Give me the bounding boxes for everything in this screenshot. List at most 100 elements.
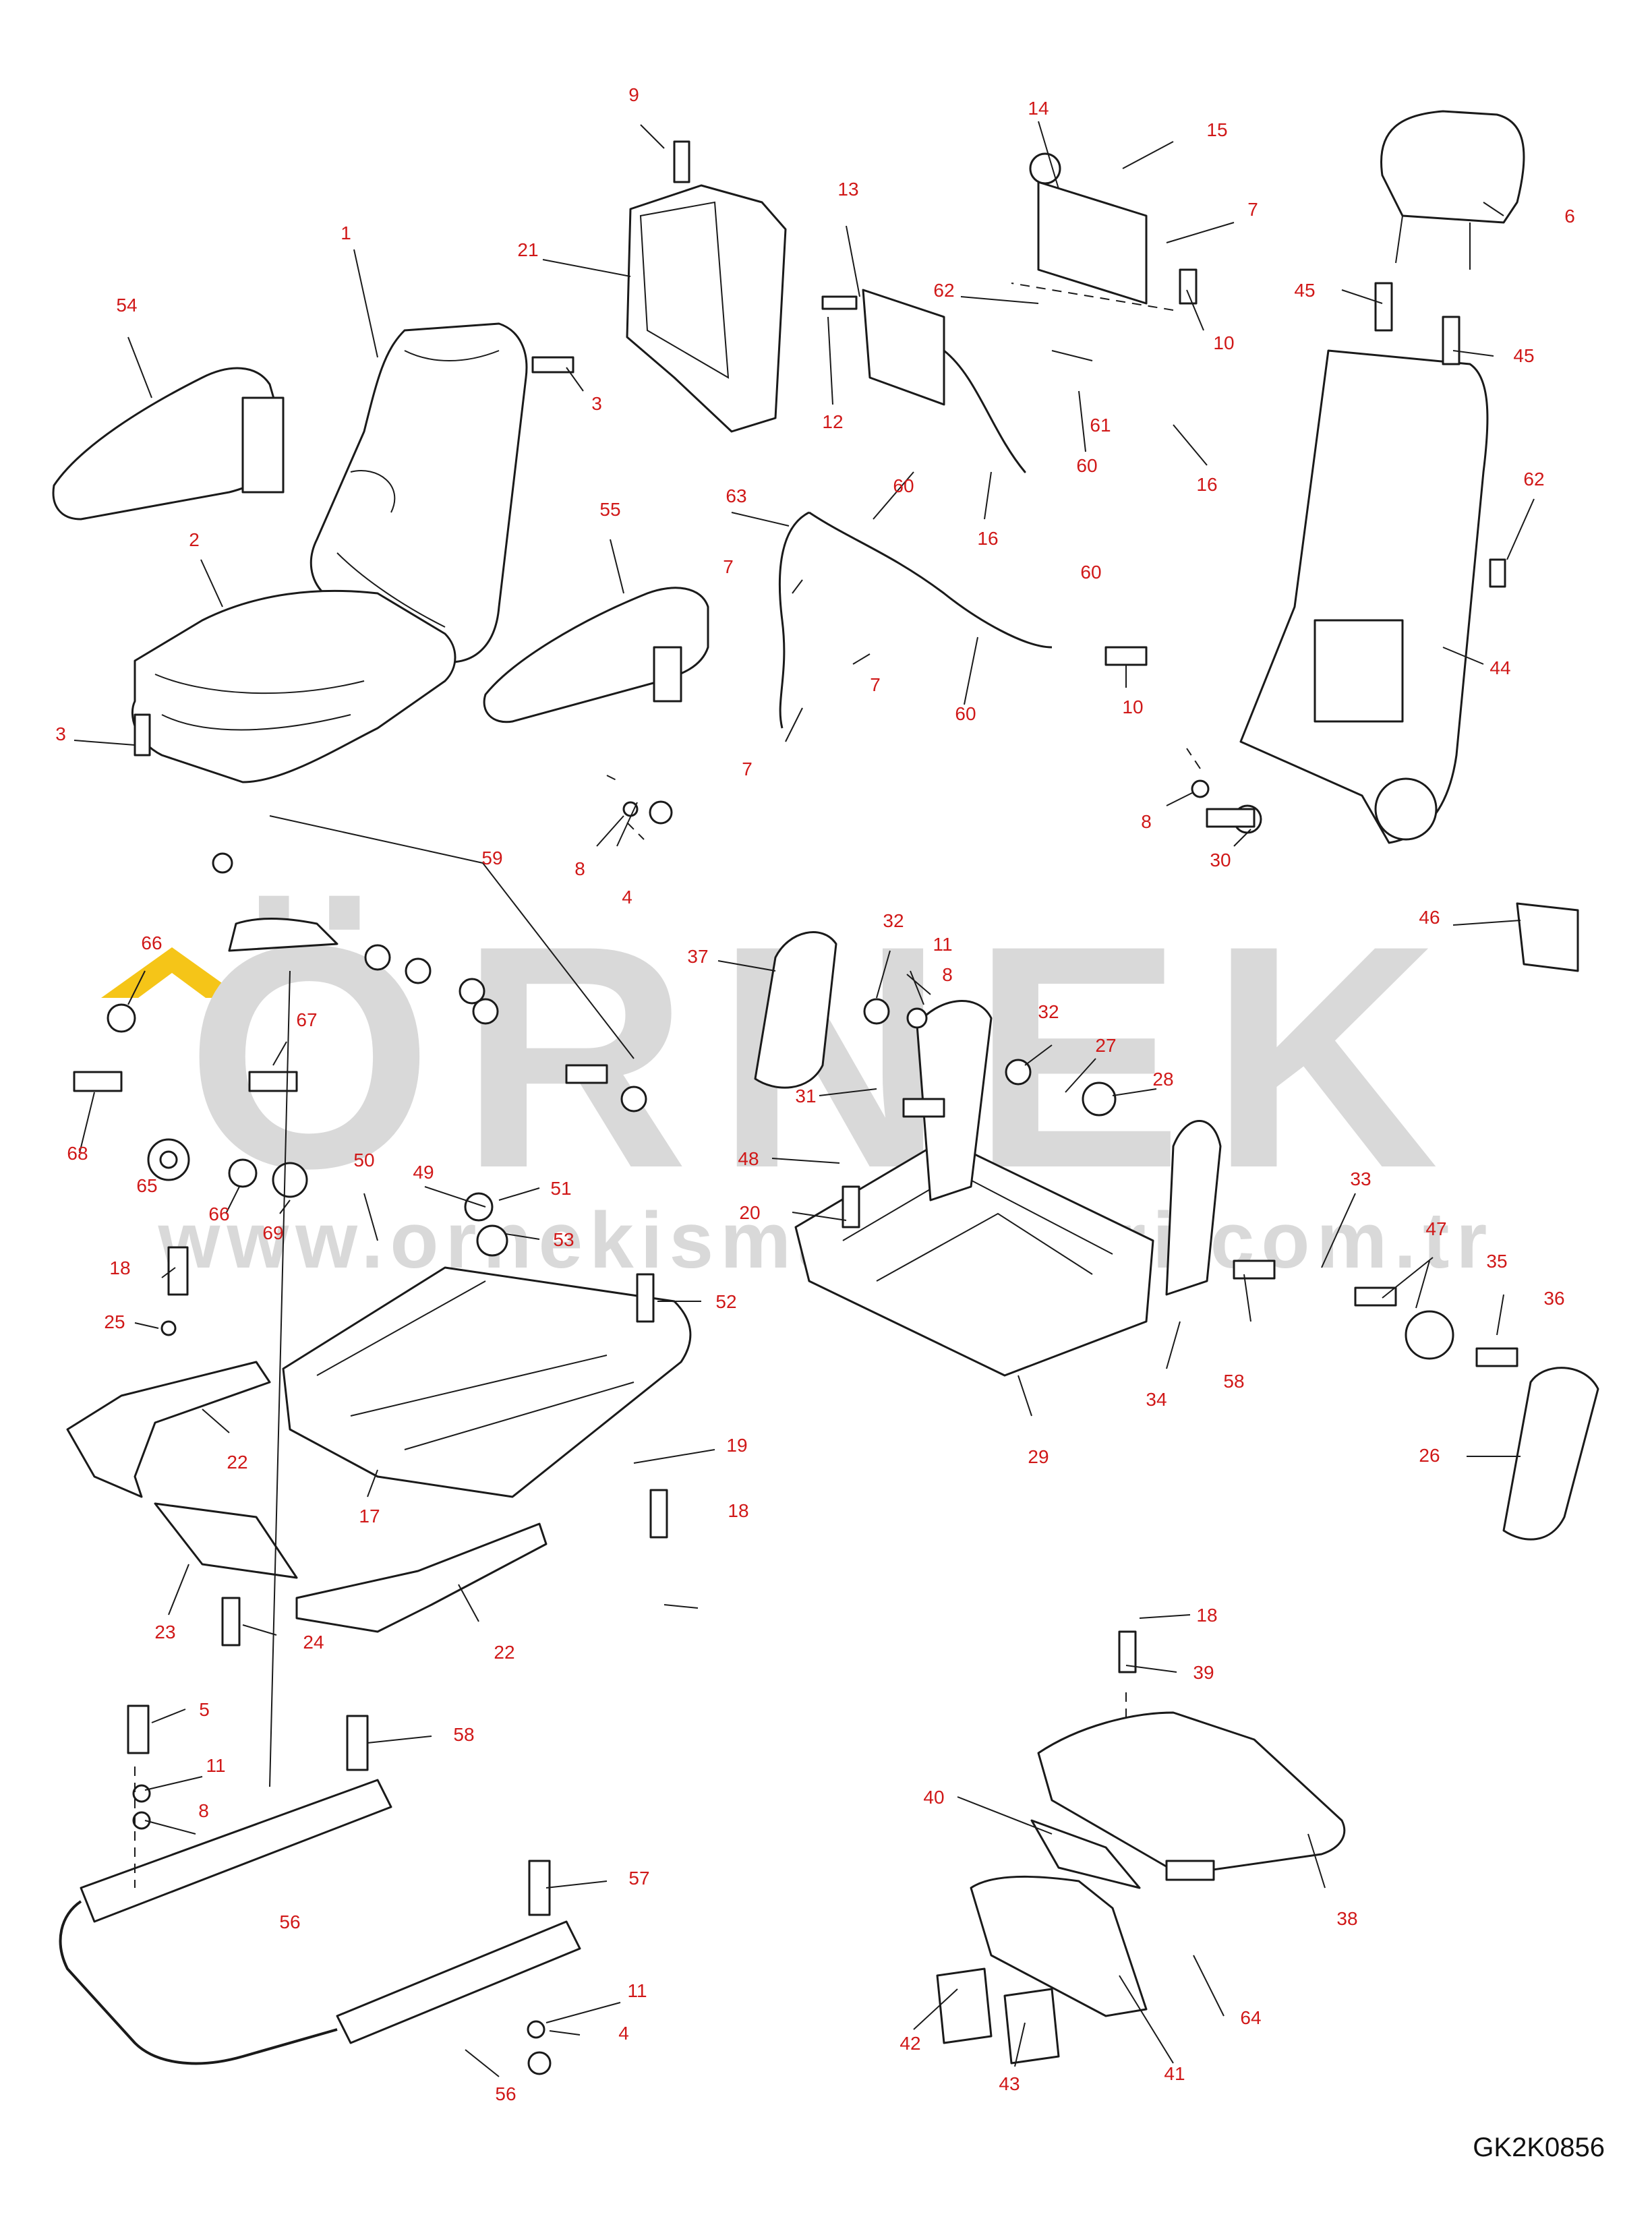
- callout-60: 60: [955, 703, 976, 724]
- callout-43: 43: [999, 2073, 1020, 2094]
- headrest-part: [1380, 110, 1525, 270]
- callout-15: 15: [1206, 119, 1227, 140]
- mounting-bracket-part: [154, 1502, 298, 1579]
- callout-29: 29: [1028, 1446, 1049, 1467]
- callout-53: 53: [553, 1229, 574, 1250]
- watermark-brand: ÖRNEK: [186, 880, 1465, 1234]
- callout-49: 49: [413, 1162, 434, 1183]
- callout-21: 21: [517, 239, 538, 260]
- callout-61: 61: [1090, 415, 1111, 436]
- callout-16: 16: [977, 528, 998, 549]
- backrest-rear-cover-part: [626, 184, 787, 433]
- callout-66: 66: [141, 932, 162, 953]
- callout-22: 22: [494, 1642, 514, 1663]
- callout-42: 42: [899, 2033, 920, 2054]
- callout-44: 44: [1489, 657, 1510, 678]
- callout-18: 18: [109, 1257, 130, 1278]
- callout-48: 48: [738, 1148, 759, 1169]
- tether-strap-part: [228, 918, 338, 952]
- wiring-harness-part: [862, 289, 1026, 473]
- callout-39: 39: [1193, 1662, 1214, 1683]
- callout-4: 4: [618, 2023, 629, 2044]
- callout-45: 45: [1513, 345, 1534, 366]
- callout-12: 12: [822, 411, 843, 432]
- callout-27: 27: [1095, 1035, 1116, 1056]
- callout-1: 1: [341, 222, 351, 243]
- callout-60: 60: [893, 475, 914, 496]
- end-cap-part: [1516, 902, 1579, 972]
- leader-lines: [73, 121, 1535, 2077]
- callout-20: 20: [739, 1202, 760, 1223]
- callout-23: 23: [154, 1622, 175, 1642]
- right-clip-part: [1003, 1988, 1060, 2065]
- callout-52: 52: [715, 1291, 736, 1312]
- callout-19: 19: [726, 1435, 747, 1456]
- front-cover-part: [970, 1875, 1148, 2017]
- callout-60: 60: [1076, 455, 1097, 476]
- callout-13: 13: [837, 179, 858, 200]
- callout-32: 32: [883, 910, 904, 931]
- callout-5: 5: [199, 1699, 210, 1720]
- callout-67: 67: [296, 1009, 317, 1030]
- backrest-cushion-part: [309, 322, 528, 663]
- drawing-code: GK2K0856: [1473, 2133, 1605, 2162]
- callout-40: 40: [923, 1787, 944, 1808]
- callout-28: 28: [1152, 1069, 1173, 1090]
- left-side-cover-part: [754, 931, 837, 1089]
- fasteners-small-parts: [73, 140, 1518, 2075]
- callout-8: 8: [198, 1800, 209, 1821]
- callout-7: 7: [742, 759, 753, 779]
- callout-46: 46: [1419, 907, 1440, 928]
- callout-58: 58: [1223, 1371, 1244, 1392]
- callout-35: 35: [1486, 1251, 1507, 1272]
- callout-8: 8: [942, 964, 953, 985]
- callout-18: 18: [1196, 1605, 1217, 1626]
- right-side-rail-part: [295, 1522, 548, 1633]
- rail-bracket-part: [1030, 1819, 1141, 1889]
- callout-8: 8: [1141, 811, 1152, 832]
- callout-64: 64: [1240, 2007, 1261, 2028]
- callout-labels: 1 2 3 3 4 4 5 6 7 7 7 7 8 8 8 8 9 10 10 …: [55, 84, 1575, 2104]
- backrest-frame-part: [1239, 349, 1489, 844]
- callout-58: 58: [453, 1724, 474, 1745]
- slide-rail-assembly-part: [59, 1779, 581, 2065]
- callout-3: 3: [55, 723, 66, 744]
- callout-45: 45: [1294, 280, 1315, 301]
- callout-4: 4: [622, 887, 632, 908]
- callout-38: 38: [1336, 1908, 1357, 1929]
- callout-6: 6: [1564, 206, 1575, 227]
- callout-11: 11: [933, 934, 952, 955]
- callout-17: 17: [359, 1506, 380, 1526]
- callout-14: 14: [1028, 98, 1049, 119]
- callout-11: 11: [206, 1755, 225, 1776]
- callout-60: 60: [1080, 562, 1101, 583]
- callout-26: 26: [1419, 1445, 1440, 1466]
- callout-69: 69: [262, 1222, 283, 1243]
- lower-seat-cover-part: [1037, 1711, 1346, 1876]
- callout-56: 56: [495, 2083, 516, 2104]
- callout-32: 32: [1038, 1001, 1059, 1022]
- control-plate-part: [1037, 181, 1148, 305]
- callout-18: 18: [728, 1500, 748, 1521]
- callout-41: 41: [1164, 2063, 1185, 2084]
- right-armrest-part: [483, 587, 709, 723]
- callout-54: 54: [116, 295, 137, 316]
- callout-59: 59: [481, 848, 502, 868]
- callout-36: 36: [1543, 1288, 1564, 1309]
- callout-2: 2: [189, 529, 200, 550]
- callout-25: 25: [104, 1311, 125, 1332]
- callout-47: 47: [1425, 1218, 1446, 1239]
- callout-63: 63: [726, 485, 746, 506]
- callout-68: 68: [67, 1143, 88, 1164]
- callout-62: 62: [933, 280, 954, 301]
- callout-7: 7: [723, 556, 734, 577]
- callout-30: 30: [1210, 850, 1231, 870]
- callout-37: 37: [687, 946, 708, 967]
- part-drawings: [52, 110, 1599, 2075]
- callout-33: 33: [1350, 1168, 1371, 1189]
- seat-cushion-part: [131, 589, 456, 783]
- callout-9: 9: [628, 84, 639, 105]
- callout-65: 65: [136, 1175, 157, 1196]
- callout-66: 66: [208, 1204, 229, 1224]
